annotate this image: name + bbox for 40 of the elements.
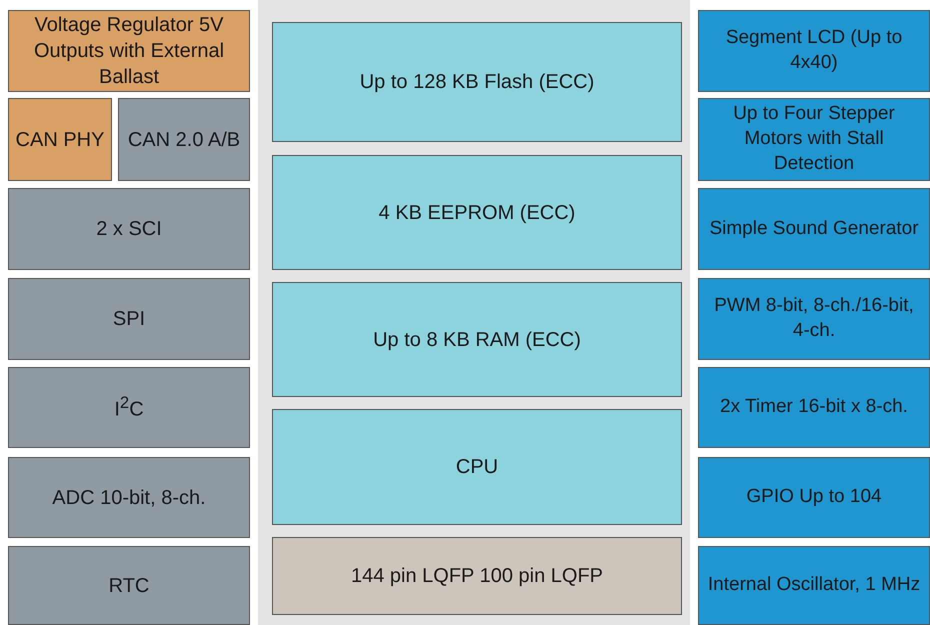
block-box [8, 188, 250, 270]
block-box [118, 98, 250, 181]
block-box [698, 278, 930, 360]
block-box [272, 409, 682, 525]
block-label: Segment LCD (Up to 4x40) [724, 26, 904, 75]
block-box [272, 22, 682, 142]
block-box [698, 188, 930, 270]
block-box [698, 98, 930, 181]
block-label: GPIO Up to 104 [746, 485, 882, 510]
block-label: CAN PHY [16, 128, 104, 152]
block-box [698, 457, 930, 538]
block-box [698, 10, 930, 92]
block-box [272, 155, 682, 270]
block-box [8, 98, 112, 181]
block-label: CAN 2.0 A/B [128, 128, 240, 152]
block-box [8, 278, 250, 360]
block-box [698, 546, 930, 625]
block-label: ADC 10-bit, 8-ch. [52, 486, 206, 510]
block-label: SPI [112, 307, 146, 332]
block-label: 2x Timer 16-bit x 8-ch. [720, 395, 908, 420]
block-label: 2 x SCI [96, 217, 162, 242]
block-label: Up to Four Stepper Motors with Stall Detection [732, 102, 896, 176]
block-box [8, 367, 250, 448]
block-label: CPU [456, 455, 498, 480]
block-box [8, 10, 250, 92]
block-box [698, 367, 930, 448]
block-label: RTC [108, 574, 150, 598]
block-label: Internal Oscillator, 1 MHz [708, 573, 920, 598]
block-box [8, 546, 250, 625]
block-label: 144 pin LQFP 100 pin LQFP [350, 564, 603, 589]
block-label: Voltage Regulator 5V Outputs with External Ballast [32, 13, 226, 90]
block-label: Simple Sound Generator [709, 216, 919, 241]
block-box [272, 537, 682, 615]
block-label: Up to 128 KB Flash (ECC) [360, 70, 594, 95]
block-label: PWM 8-bit, 8-ch./16-bit, 4-ch. [713, 294, 915, 343]
block-label: Up to 8 KB RAM (ECC) [373, 328, 581, 352]
block-label: 4 KB EEPROM (ECC) [378, 200, 576, 226]
block-label: I$^{2}$C [114, 392, 144, 423]
block-box [8, 457, 250, 538]
block-box [272, 282, 682, 397]
